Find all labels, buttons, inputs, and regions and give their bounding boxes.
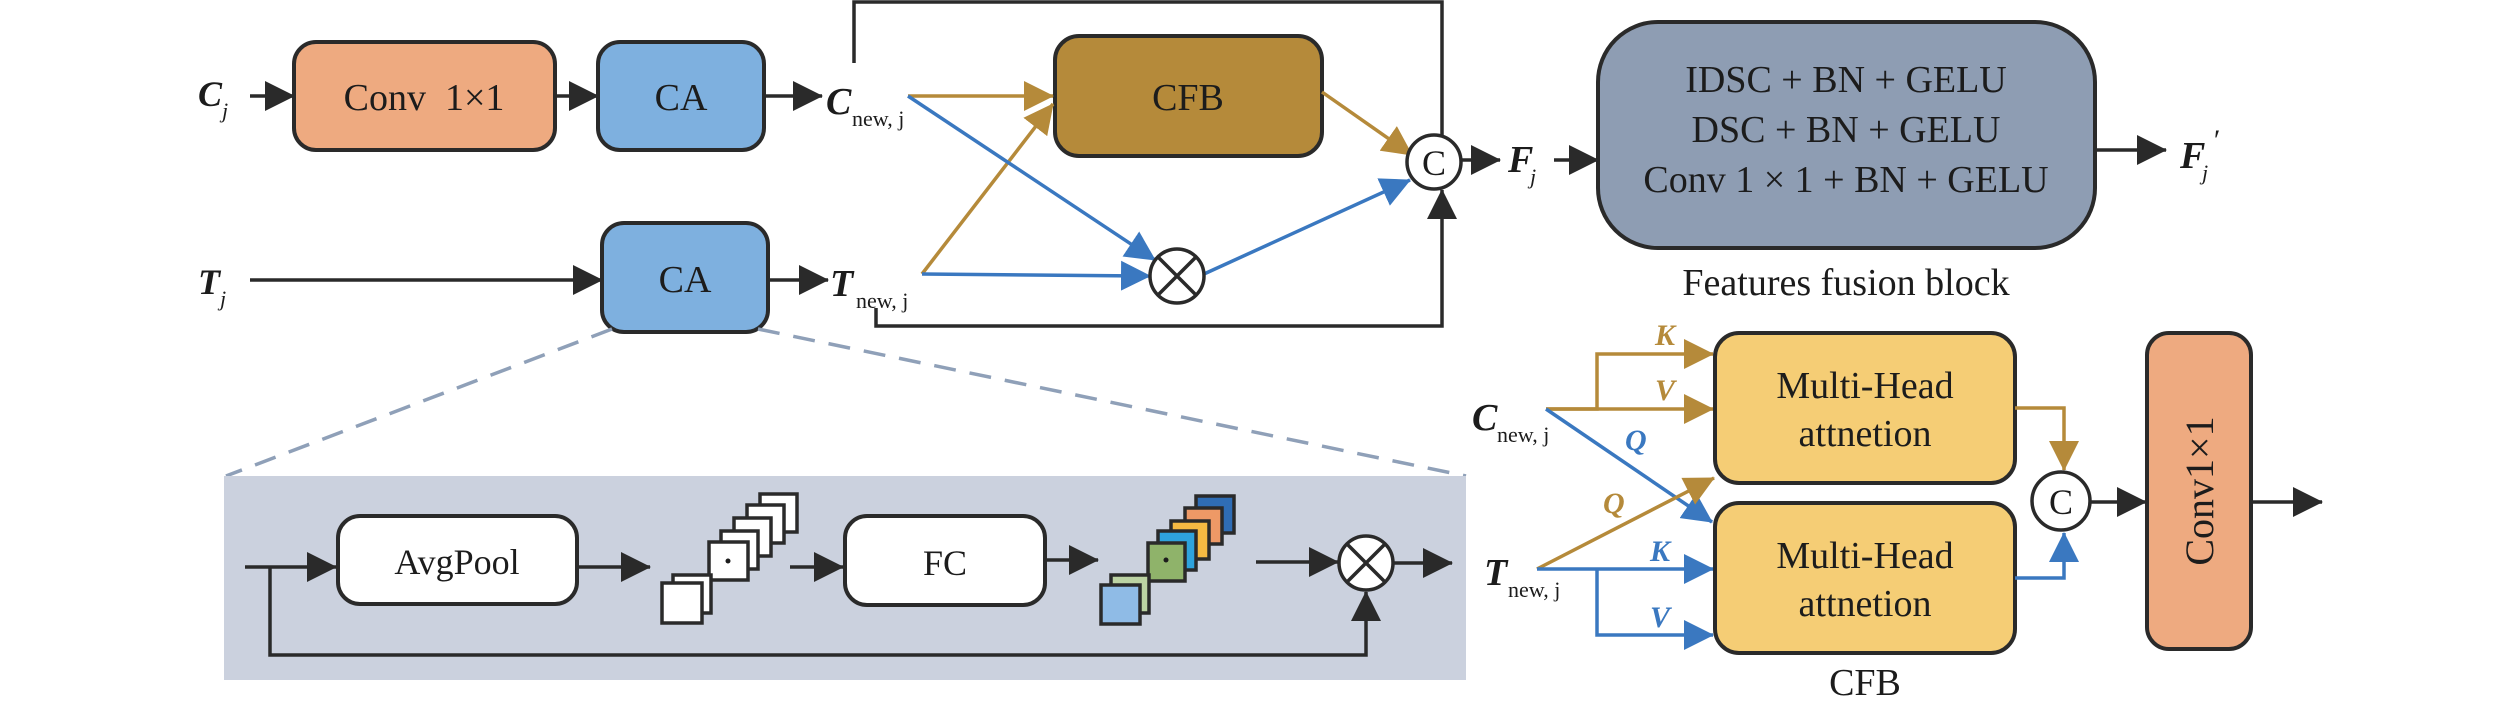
cfb-t-new-main: T: [1484, 552, 1509, 594]
label-c-new-cfb: C new, j: [1472, 397, 1549, 447]
arrow-t-v: [1595, 569, 1714, 650]
ffb-line-2: DSC + BN + GELU: [1692, 109, 2001, 151]
label-f-j: F j: [1507, 139, 1536, 189]
conv1x1-cfb-label: Conv1×1: [2177, 416, 2222, 565]
ffb-line-3: Conv 1 × 1 + BN + GELU: [1643, 159, 2048, 201]
mha-top-line1: Multi-Head: [1776, 365, 1953, 407]
pooled-feature-stack-icon: [660, 492, 799, 625]
t-new-main: T: [830, 263, 855, 305]
ffb-caption: Features fusion block: [1682, 262, 2009, 304]
fc-label: FC: [923, 543, 967, 583]
cfb-label: CFB: [1152, 77, 1224, 119]
f-j-main: F: [1507, 139, 1533, 181]
multiply-icon: [1148, 247, 1206, 305]
t-j-sub: j: [217, 286, 226, 311]
ca-bottom-label: CA: [659, 259, 712, 301]
cfb-c-new-main: C: [1472, 397, 1498, 439]
mha-block-top[interactable]: [1713, 331, 2017, 485]
arrow-mha-bottom-to-concat: [2015, 532, 2079, 580]
cfb-block[interactable]: [1053, 34, 1324, 158]
label-f-prime: F j ′: [2179, 124, 2219, 185]
concat-icon-cfb: C: [2030, 470, 2092, 532]
label-q-gold: Q: [1603, 487, 1625, 520]
ca-block-bottom[interactable]: [600, 221, 770, 334]
skip-connection-top: [852, 0, 1444, 138]
mha-top-line2: attnetion: [1799, 413, 1932, 455]
avgpool-block[interactable]: [336, 514, 579, 606]
arrow-multiply-to-concat: [1203, 178, 1411, 276]
c-j-main: C: [198, 74, 223, 114]
concat-symbol: C: [1422, 143, 1446, 183]
t-new-sub: new, j: [856, 288, 908, 313]
zoom-guide-right: [757, 327, 1467, 478]
arrow-t-q: [1536, 476, 1715, 571]
label-v-gold: V: [1655, 374, 1678, 407]
label-k-gold: K: [1654, 319, 1677, 352]
cfb-t-new-sub: new, j: [1508, 577, 1560, 602]
f-prime-main: F: [2179, 135, 2205, 177]
label-k-blue: K: [1649, 535, 1672, 568]
channel-weights-stack-icon: [1099, 494, 1236, 626]
label-t-new: T new, j: [830, 263, 908, 313]
ca-top-label: CA: [655, 77, 708, 119]
c-new-sub: new, j: [852, 106, 904, 131]
conv-1x1-label: Conv 1×1: [344, 77, 505, 119]
zoom-guide-left: [225, 327, 613, 478]
c-j-sub: j: [219, 98, 228, 123]
cfb-caption: CFB: [1829, 662, 1901, 704]
arrow-tnew-to-multiply: [921, 260, 1151, 291]
cfb-c-new-sub: new, j: [1497, 422, 1549, 447]
label-t-j: T j: [198, 262, 226, 311]
skip-connection-bottom: [874, 189, 1457, 328]
cfb-concat-symbol: C: [2049, 482, 2073, 522]
concat-icon: C: [1405, 133, 1463, 191]
label-c-j: C j: [198, 74, 228, 123]
mha-bottom-line2: attnetion: [1799, 583, 1932, 625]
f-prime-mark: ′: [2212, 124, 2219, 157]
label-v-blue: V: [1650, 601, 1673, 634]
arrow-c-k: [1546, 339, 1714, 411]
arrow-tnew-to-cfb: [920, 102, 1055, 276]
ffb-line-1: IDSC + BN + GELU: [1685, 59, 2007, 101]
mha-bottom-line1: Multi-Head: [1776, 535, 1953, 577]
arrow-mha-top-to-concat: [2015, 406, 2079, 471]
features-fusion-block[interactable]: [1596, 20, 2097, 250]
f-prime-sub: j: [2199, 160, 2208, 185]
arrow-cfb-to-concat: [1320, 90, 1414, 157]
label-t-new-cfb: T new, j: [1484, 552, 1560, 602]
residual-loop: [268, 567, 1381, 657]
label-c-new: C new, j: [826, 81, 904, 131]
multiply-icon-ca: [1337, 534, 1395, 592]
mha-block-bottom[interactable]: [1713, 501, 2017, 655]
channel-weight-square: [1099, 583, 1142, 626]
f-j-sub: j: [1527, 164, 1536, 189]
avgpool-label: AvgPool: [394, 542, 519, 582]
conv1x1-block-cfb[interactable]: [2145, 331, 2253, 651]
c-new-main: C: [826, 81, 852, 123]
arrow-cnew-to-multiply: [907, 94, 1156, 262]
label-q-blue: Q: [1625, 424, 1647, 457]
t-j-main: T: [198, 262, 222, 302]
